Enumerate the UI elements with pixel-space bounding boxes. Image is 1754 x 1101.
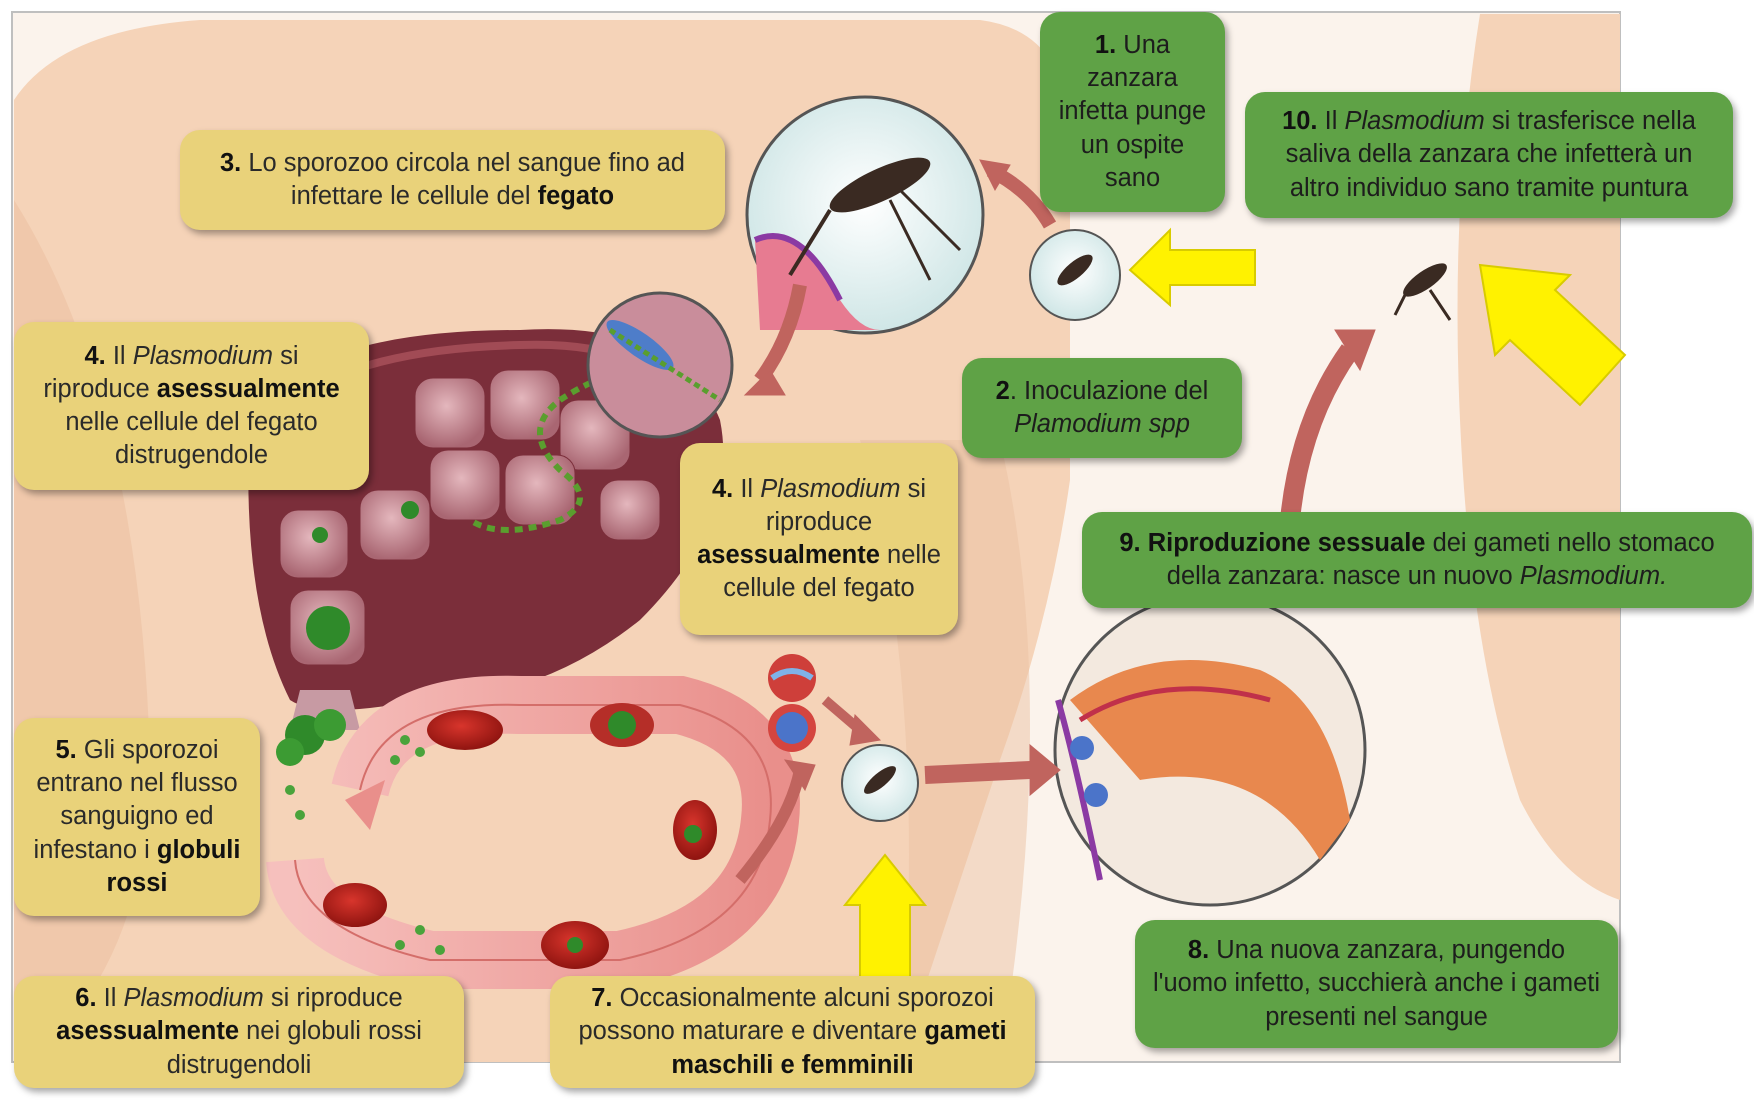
stomach-lens bbox=[1055, 595, 1365, 905]
step-4b-number: 4. bbox=[712, 475, 733, 503]
step-4a-number: 4. bbox=[84, 342, 105, 370]
step-9-bold: Riproduzione sessuale bbox=[1148, 529, 1426, 557]
step-10-number: 10. bbox=[1282, 107, 1317, 135]
step-4b-box: 4. Il Plasmodium si riproduce asessualme… bbox=[680, 443, 958, 635]
step-10-italic: Plasmodium bbox=[1344, 107, 1484, 135]
step-6-bold: asessualmente bbox=[56, 1017, 239, 1045]
mosquito-lens-top bbox=[747, 97, 983, 333]
step-3-box: 3. Lo sporozoo circola nel sangue fino a… bbox=[180, 130, 725, 230]
step-6-post: si riproduce bbox=[271, 984, 403, 1012]
mosquito-lens-bottom bbox=[842, 745, 918, 821]
step-9-box: 9. Riproduzione sessuale dei gameti nell… bbox=[1082, 512, 1752, 608]
mosquito-lens-small bbox=[1030, 230, 1120, 320]
step-4a-tail: nelle cellule del fegato distrugendole bbox=[65, 408, 317, 469]
step-8-box: 8. Una nuova zanzara, pungendo l'uomo in… bbox=[1135, 920, 1618, 1048]
step-9-italic: Plasmodium. bbox=[1520, 562, 1667, 590]
step-8-number: 8. bbox=[1188, 936, 1209, 964]
step-6-box: 6. Il Plasmodium si riproduce asessualme… bbox=[14, 976, 464, 1088]
step-4a-bold: asessualmente bbox=[157, 375, 340, 403]
step-7-box: 7. Occasionalmente alcuni sporozoi posso… bbox=[550, 976, 1035, 1088]
step-1-text: Una zanzara infetta punge un ospite sano bbox=[1059, 31, 1206, 192]
step-2-text: . Inoculazione del bbox=[1010, 377, 1208, 405]
step-4b-pre: Il bbox=[740, 475, 753, 503]
step-2-number: 2 bbox=[996, 377, 1010, 405]
step-4a-italic: Plasmodium bbox=[133, 342, 273, 370]
liver-lens bbox=[588, 293, 732, 437]
step-3-number: 3. bbox=[220, 149, 241, 177]
step-6-number: 6. bbox=[75, 984, 96, 1012]
step-4a-pre: Il bbox=[113, 342, 126, 370]
step-10-pre: Il bbox=[1325, 107, 1338, 135]
step-3-bold: fegato bbox=[538, 182, 615, 210]
step-1-number: 1. bbox=[1095, 31, 1116, 59]
step-6-italic: Plasmodium bbox=[124, 984, 264, 1012]
step-1-box: 1. Una zanzara infetta punge un ospite s… bbox=[1040, 12, 1225, 212]
step-7-number: 7. bbox=[591, 984, 612, 1012]
step-10-box: 10. Il Plasmodium si trasferisce nella s… bbox=[1245, 92, 1733, 218]
step-6-pre: Il bbox=[104, 984, 117, 1012]
step-5-number: 5. bbox=[55, 736, 76, 764]
step-5-box: 5. Gli sporozoi entrano nel flusso sangu… bbox=[14, 718, 260, 916]
step-4b-italic: Plasmodium bbox=[760, 475, 900, 503]
step-2-italic: Plamodium spp bbox=[1014, 410, 1190, 438]
step-4b-bold: asessualmente bbox=[697, 541, 880, 569]
step-3-text: Lo sporozoo circola nel sangue fino ad i… bbox=[248, 149, 685, 210]
step-8-text: Una nuova zanzara, pungendo l'uomo infet… bbox=[1153, 936, 1600, 1030]
step-9-number: 9. bbox=[1119, 529, 1140, 557]
step-4a-box: 4. Il Plasmodium si riproduce asessualme… bbox=[14, 322, 369, 490]
